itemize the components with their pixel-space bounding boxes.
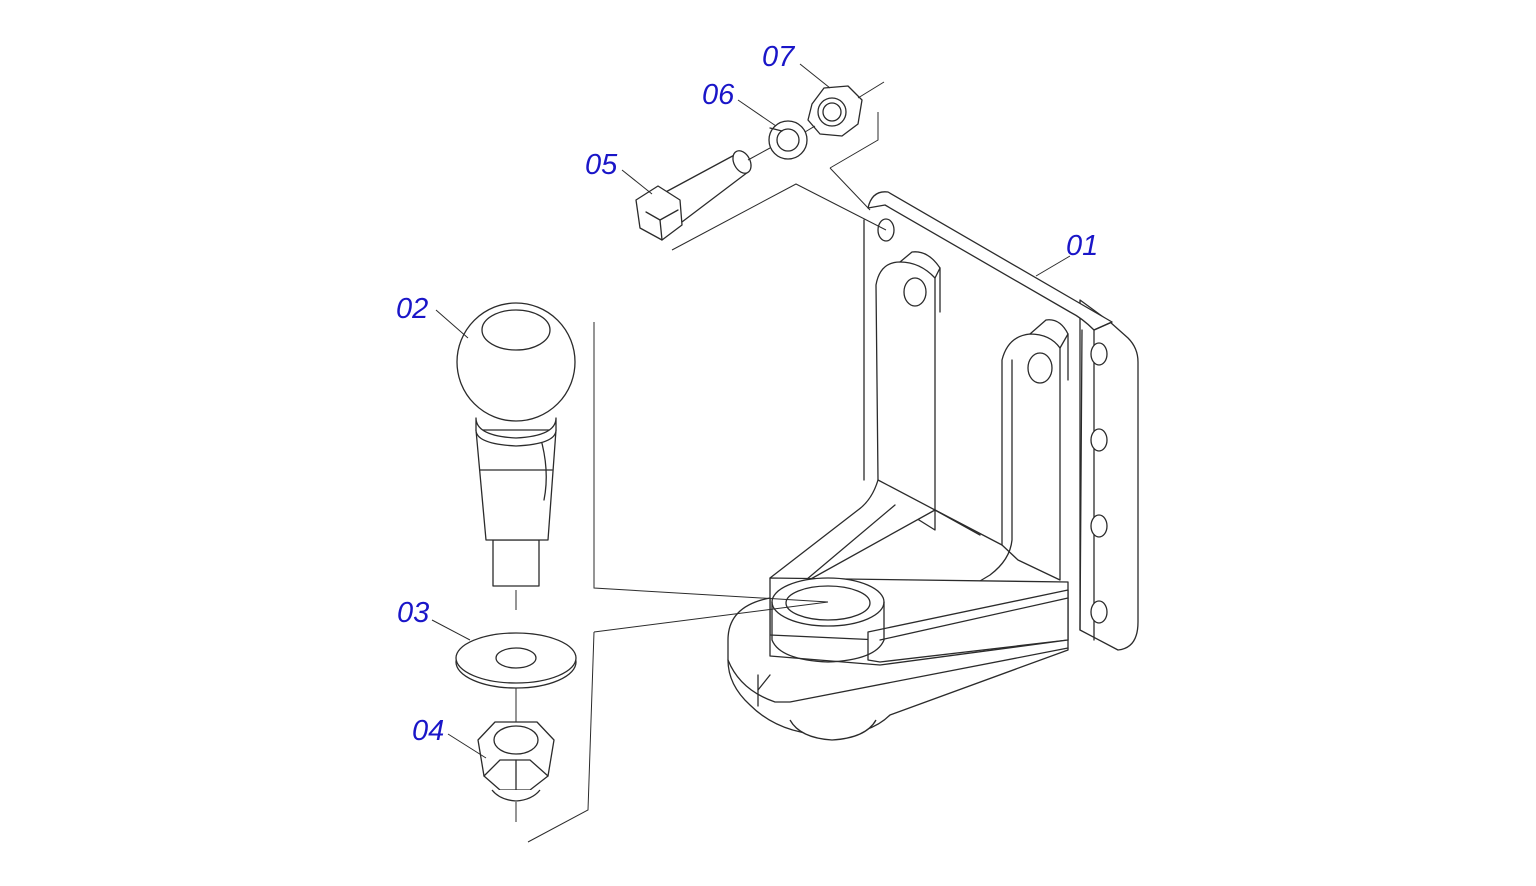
callout-06: 06 bbox=[702, 79, 735, 111]
callout-05: 05 bbox=[585, 149, 618, 181]
assembly-centerlines bbox=[515, 81, 887, 843]
bracket-part-01 bbox=[727, 191, 1139, 741]
lock-washer-part-06 bbox=[768, 120, 808, 160]
ball-stud-part-02 bbox=[456, 302, 576, 587]
callout-04: 04 bbox=[412, 715, 444, 747]
nut-part-07 bbox=[807, 85, 863, 137]
mounting-hole bbox=[1090, 600, 1108, 624]
mounting-hole bbox=[1090, 514, 1108, 538]
mounting-hole bbox=[1090, 428, 1108, 452]
callout-03: 03 bbox=[397, 597, 429, 629]
callout-01: 01 bbox=[1066, 230, 1098, 262]
washer-part-03 bbox=[455, 632, 577, 689]
callout-02: 02 bbox=[396, 293, 428, 325]
nut-part-04 bbox=[477, 721, 555, 802]
bolt-part-05 bbox=[635, 150, 752, 241]
callout-leaders bbox=[431, 63, 1071, 759]
callout-07: 07 bbox=[762, 41, 796, 73]
mounting-hole bbox=[1090, 342, 1108, 366]
